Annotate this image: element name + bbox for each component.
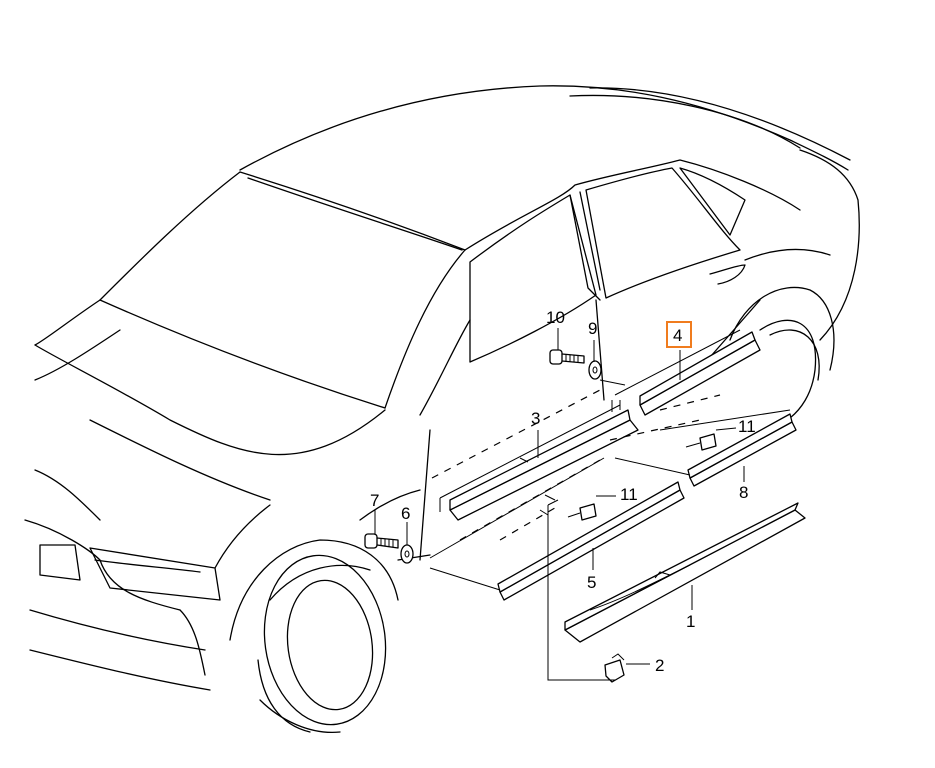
callout-labels: 1 2 3 4 5 6 7 8 9 10 11 11 xyxy=(370,308,756,675)
callout-8[interactable]: 8 xyxy=(739,483,748,502)
part-7-bolt xyxy=(364,533,399,549)
callout-6[interactable]: 6 xyxy=(401,504,410,523)
callout-11-rear[interactable]: 11 xyxy=(738,417,756,436)
part-10-bolt xyxy=(549,349,585,365)
part-2-clip xyxy=(604,653,625,683)
part-8-rear-sill-trim-strip xyxy=(614,409,797,487)
callout-5[interactable]: 5 xyxy=(587,573,596,592)
callout-10[interactable]: 10 xyxy=(546,308,565,327)
part-11-clip-front xyxy=(567,503,597,521)
callout-7[interactable]: 7 xyxy=(370,491,379,510)
part-4-rear-door-trim-strip xyxy=(614,329,761,416)
callout-9[interactable]: 9 xyxy=(588,319,597,338)
part-3-door-trim-strip xyxy=(439,400,639,521)
part-6-washer xyxy=(400,544,414,564)
car-body-outline xyxy=(24,85,860,734)
part-9-washer xyxy=(588,360,602,380)
callout-1[interactable]: 1 xyxy=(686,612,695,631)
mounting-guide-lines xyxy=(431,379,721,681)
part-11-clip-rear xyxy=(685,433,717,451)
callout-2[interactable]: 2 xyxy=(655,656,664,675)
part-5-sill-trim-strip xyxy=(429,457,685,601)
callout-3[interactable]: 3 xyxy=(531,409,540,428)
callout-4[interactable]: 4 xyxy=(673,326,682,345)
callout-4-highlight-box xyxy=(666,321,692,348)
part-1-sill-panel xyxy=(564,502,806,643)
callout-11-front[interactable]: 11 xyxy=(620,485,638,504)
leader-lines xyxy=(374,328,745,665)
